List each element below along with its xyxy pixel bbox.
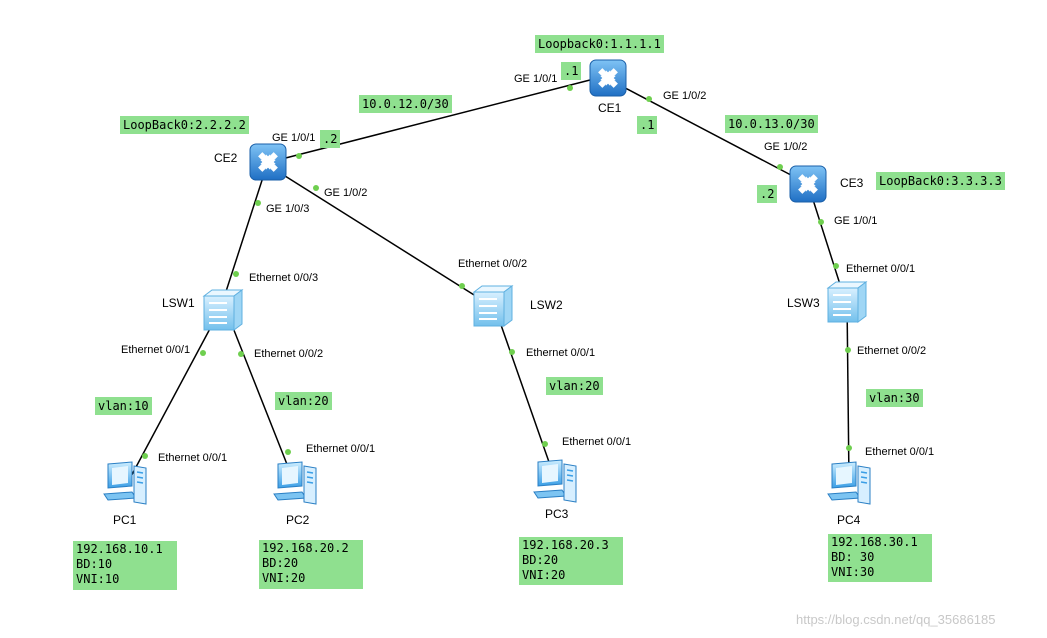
pc4-info-box: 192.168.30.1 BD: 30 VNI:30 <box>828 534 932 582</box>
pc4-icon[interactable] <box>827 461 871 505</box>
port-dot <box>818 219 824 225</box>
router-ce3-icon[interactable] <box>789 165 827 203</box>
vlan-tag-pc4: vlan:30 <box>866 389 923 407</box>
pc-bd: BD:10 <box>76 557 113 571</box>
device-label-lsw2: LSW2 <box>530 298 563 312</box>
port-dot <box>646 96 652 102</box>
router-ce2-icon[interactable] <box>249 143 287 181</box>
port-dot <box>567 85 573 91</box>
port-label: Ethernet 0/0/1 <box>121 344 191 356</box>
pc2-icon[interactable] <box>273 461 317 505</box>
pc-vni: VNI:20 <box>522 568 566 582</box>
port-label: Ethernet 0/0/1 <box>846 263 916 275</box>
link-ce3-lsw3 <box>807 183 846 301</box>
subnet-tag-ce1-ce3: 10.0.13.0/30 <box>725 115 818 133</box>
device-label-pc4: PC4 <box>837 513 861 527</box>
host-id-tag: .2 <box>757 185 778 203</box>
port-dot <box>296 153 302 159</box>
port-label: Ethernet 0/0/2 <box>254 348 324 360</box>
pc-vni: VNI:30 <box>831 565 875 579</box>
links <box>127 79 850 483</box>
port-dot <box>313 185 319 191</box>
port-dot <box>846 445 852 451</box>
link-ce2-lsw2 <box>265 163 491 306</box>
port-label: GE 1/0/2 <box>324 187 368 199</box>
port-dot <box>777 164 783 170</box>
link-lsw2-pc3 <box>493 304 557 483</box>
port-dot <box>542 441 548 447</box>
port-dot <box>200 350 206 356</box>
port-label: Ethernet 0/0/1 <box>158 452 228 464</box>
device-label-pc1: PC1 <box>113 513 137 527</box>
port-label: GE 1/0/1 <box>272 132 316 144</box>
port-label: GE 1/0/3 <box>266 203 310 215</box>
link-ce1-ce3 <box>609 79 809 185</box>
watermark: https://blog.csdn.net/qq_35686185 <box>796 612 996 627</box>
pc2-info-box: 192.168.20.2 BD:20 VNI:20 <box>259 540 363 589</box>
port-dot <box>845 347 851 353</box>
link-lsw1-pc1 <box>127 309 221 483</box>
port-dot <box>509 349 515 355</box>
pc-ip: 192.168.20.3 <box>522 538 609 552</box>
device-label-ce3: CE3 <box>840 176 864 190</box>
switch-lsw2-icon[interactable] <box>473 285 513 327</box>
host-id-tag: .1 <box>561 62 582 80</box>
port-label: Ethernet 0/0/1 <box>865 446 935 458</box>
port-label: Ethernet 0/0/1 <box>526 347 596 359</box>
pc1-info-box: 192.168.10.1 BD:10 VNI:10 <box>73 541 177 590</box>
port-dot <box>833 263 839 269</box>
pc-bd: BD:20 <box>262 556 299 570</box>
loopback-tag-ce2: LoopBack0:2.2.2.2 <box>120 116 249 134</box>
port-dot <box>238 351 244 357</box>
vlan-tag-pc2: vlan:20 <box>275 392 332 410</box>
vlan-tag-pc3: vlan:20 <box>546 377 603 395</box>
port-label: GE 1/0/1 <box>514 73 558 85</box>
port-label: GE 1/0/1 <box>834 215 878 227</box>
device-label-lsw1: LSW1 <box>162 296 195 310</box>
port-label: Ethernet 0/0/3 <box>249 272 319 284</box>
device-label-lsw3: LSW3 <box>787 296 820 310</box>
switch-lsw1-icon[interactable] <box>203 289 243 331</box>
device-label-ce1: CE1 <box>598 101 622 115</box>
pc3-icon[interactable] <box>533 459 577 503</box>
host-id-tag: .2 <box>320 130 341 148</box>
port-dot <box>459 283 465 289</box>
port-label: Ethernet 0/0/1 <box>306 443 376 455</box>
pc3-info-box: 192.168.20.3 BD:20 VNI:20 <box>519 537 623 585</box>
device-label-pc2: PC2 <box>286 513 310 527</box>
pc-vni: VNI:10 <box>76 572 120 586</box>
port-dot <box>285 449 291 455</box>
subnet-tag-ce1-ce2: 10.0.12.0/30 <box>359 95 452 113</box>
port-label: Ethernet 0/0/1 <box>562 436 632 448</box>
port-dot <box>233 271 239 277</box>
link-lsw3-pc4 <box>846 299 850 483</box>
vlan-tag-pc1: vlan:10 <box>95 397 152 415</box>
device-label-pc3: PC3 <box>545 507 569 521</box>
link-ce2-lsw1 <box>219 167 267 311</box>
pc-ip: 192.168.30.1 <box>831 535 918 549</box>
port-dots <box>142 85 852 459</box>
router-ce1-icon[interactable] <box>589 59 627 97</box>
pc-bd: BD:20 <box>522 553 559 567</box>
pc1-icon[interactable] <box>103 461 147 505</box>
loopback-tag-ce1: Loopback0:1.1.1.1 <box>535 35 664 53</box>
pc-bd: BD: 30 <box>831 550 875 564</box>
port-label: Ethernet 0/0/2 <box>857 345 927 357</box>
port-label: GE 1/0/2 <box>663 90 707 102</box>
port-dot <box>142 453 148 459</box>
device-label-ce2: CE2 <box>214 151 238 165</box>
port-label: Ethernet 0/0/2 <box>458 258 528 270</box>
pc-ip: 192.168.20.2 <box>262 541 349 555</box>
pc-vni: VNI:20 <box>262 571 306 585</box>
loopback-tag-ce3: LoopBack0:3.3.3.3 <box>876 172 1005 190</box>
link-lsw1-pc2 <box>225 309 295 483</box>
switch-lsw3-icon[interactable] <box>827 281 867 323</box>
port-dot <box>255 200 261 206</box>
link-ce1-ce2 <box>269 79 591 163</box>
pc-ip: 192.168.10.1 <box>76 542 163 556</box>
host-id-tag: .1 <box>637 116 658 134</box>
port-label: GE 1/0/2 <box>764 141 808 153</box>
